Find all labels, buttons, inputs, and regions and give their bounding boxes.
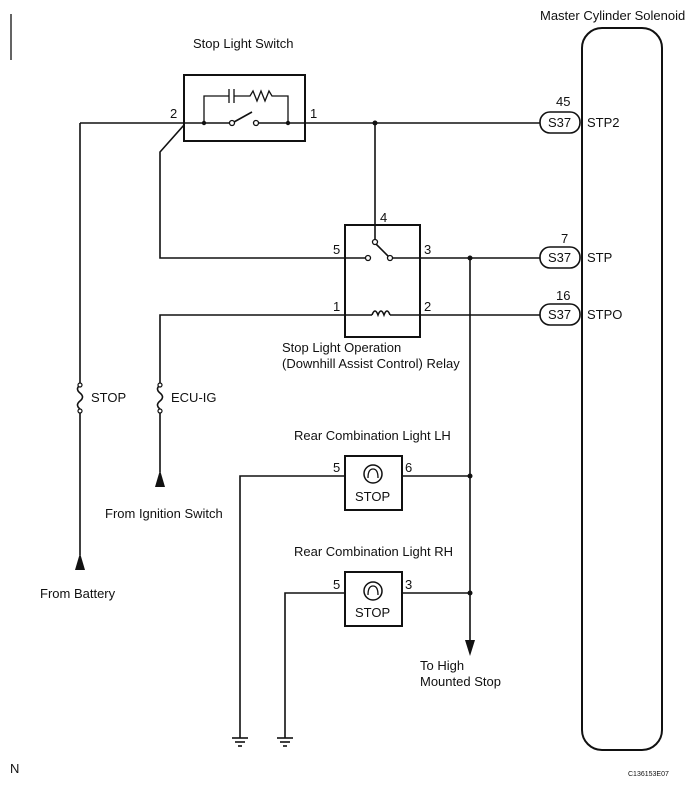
battery-arrow-up-icon [75, 553, 85, 570]
fuse-ecu-ig-label: ECU-IG [171, 390, 217, 405]
svg-text:STP2: STP2 [587, 115, 620, 130]
to-high-mount-line1: To High [420, 658, 464, 673]
arrow-down-icon [465, 640, 475, 656]
master-cylinder-solenoid-label: Master Cylinder Solenoid [540, 8, 685, 23]
rh-pin-5: 5 [333, 577, 340, 592]
footer-left: N [10, 761, 19, 776]
rear-lh-label: Rear Combination Light LH [294, 428, 451, 443]
from-ignition-label: From Ignition Switch [105, 506, 223, 521]
relay-label-line2: (Downhill Assist Control) Relay [282, 356, 460, 371]
relay-box [344, 224, 421, 338]
relay-pin-5: 5 [333, 242, 340, 257]
from-battery-label: From Battery [40, 586, 116, 601]
fuse-stop-icon [76, 382, 84, 414]
lh-pin-5: 5 [333, 460, 340, 475]
svg-text:STP: STP [587, 250, 612, 265]
ground-lh-icon [232, 737, 248, 747]
fuse-ecu-ig-icon [156, 382, 164, 414]
wiring [79, 120, 540, 738]
relay-coil [345, 310, 420, 318]
relay-pin-4: 4 [380, 210, 387, 225]
master-cylinder-solenoid-body [581, 27, 663, 751]
connector-stp2: S37 45 STP2 [539, 94, 620, 134]
relay-pin-2: 2 [424, 299, 431, 314]
stop-light-switch-contacts [184, 89, 305, 127]
svg-text:S37: S37 [548, 250, 571, 265]
connector-stpo: S37 16 STPO [539, 288, 622, 326]
relay-pin-1: 1 [333, 299, 340, 314]
relay-label-line1: Stop Light Operation [282, 340, 401, 355]
fuse-stop-label: STOP [91, 390, 126, 405]
rear-rh-label: Rear Combination Light RH [294, 544, 453, 559]
lh-pin-6: 6 [405, 460, 412, 475]
rear-lh-stop: STOP [355, 489, 390, 504]
svg-text:7: 7 [561, 231, 568, 246]
stop-light-switch-label: Stop Light Switch [193, 36, 293, 51]
to-high-mount-line2: Mounted Stop [420, 674, 501, 689]
svg-text:S37: S37 [548, 307, 571, 322]
bulb-lh-icon [363, 464, 383, 484]
svg-text:STPO: STPO [587, 307, 622, 322]
switch-pin-1: 1 [310, 106, 317, 121]
relay-pin-3: 3 [424, 242, 431, 257]
ground-rh-icon [277, 737, 293, 747]
relay-contacts [345, 225, 420, 262]
stop-light-switch-box [183, 74, 306, 142]
rear-rh-stop: STOP [355, 605, 390, 620]
rh-pin-3: 3 [405, 577, 412, 592]
bulb-rh-icon [363, 581, 383, 601]
connector-stp: S37 7 STP [539, 231, 612, 269]
switch-pin-2: 2 [170, 106, 177, 121]
ignition-arrow-up-icon [155, 470, 165, 487]
svg-text:16: 16 [556, 288, 570, 303]
svg-text:45: 45 [556, 94, 570, 109]
footer-code: C136153E07 [628, 771, 669, 778]
svg-text:S37: S37 [548, 115, 571, 130]
